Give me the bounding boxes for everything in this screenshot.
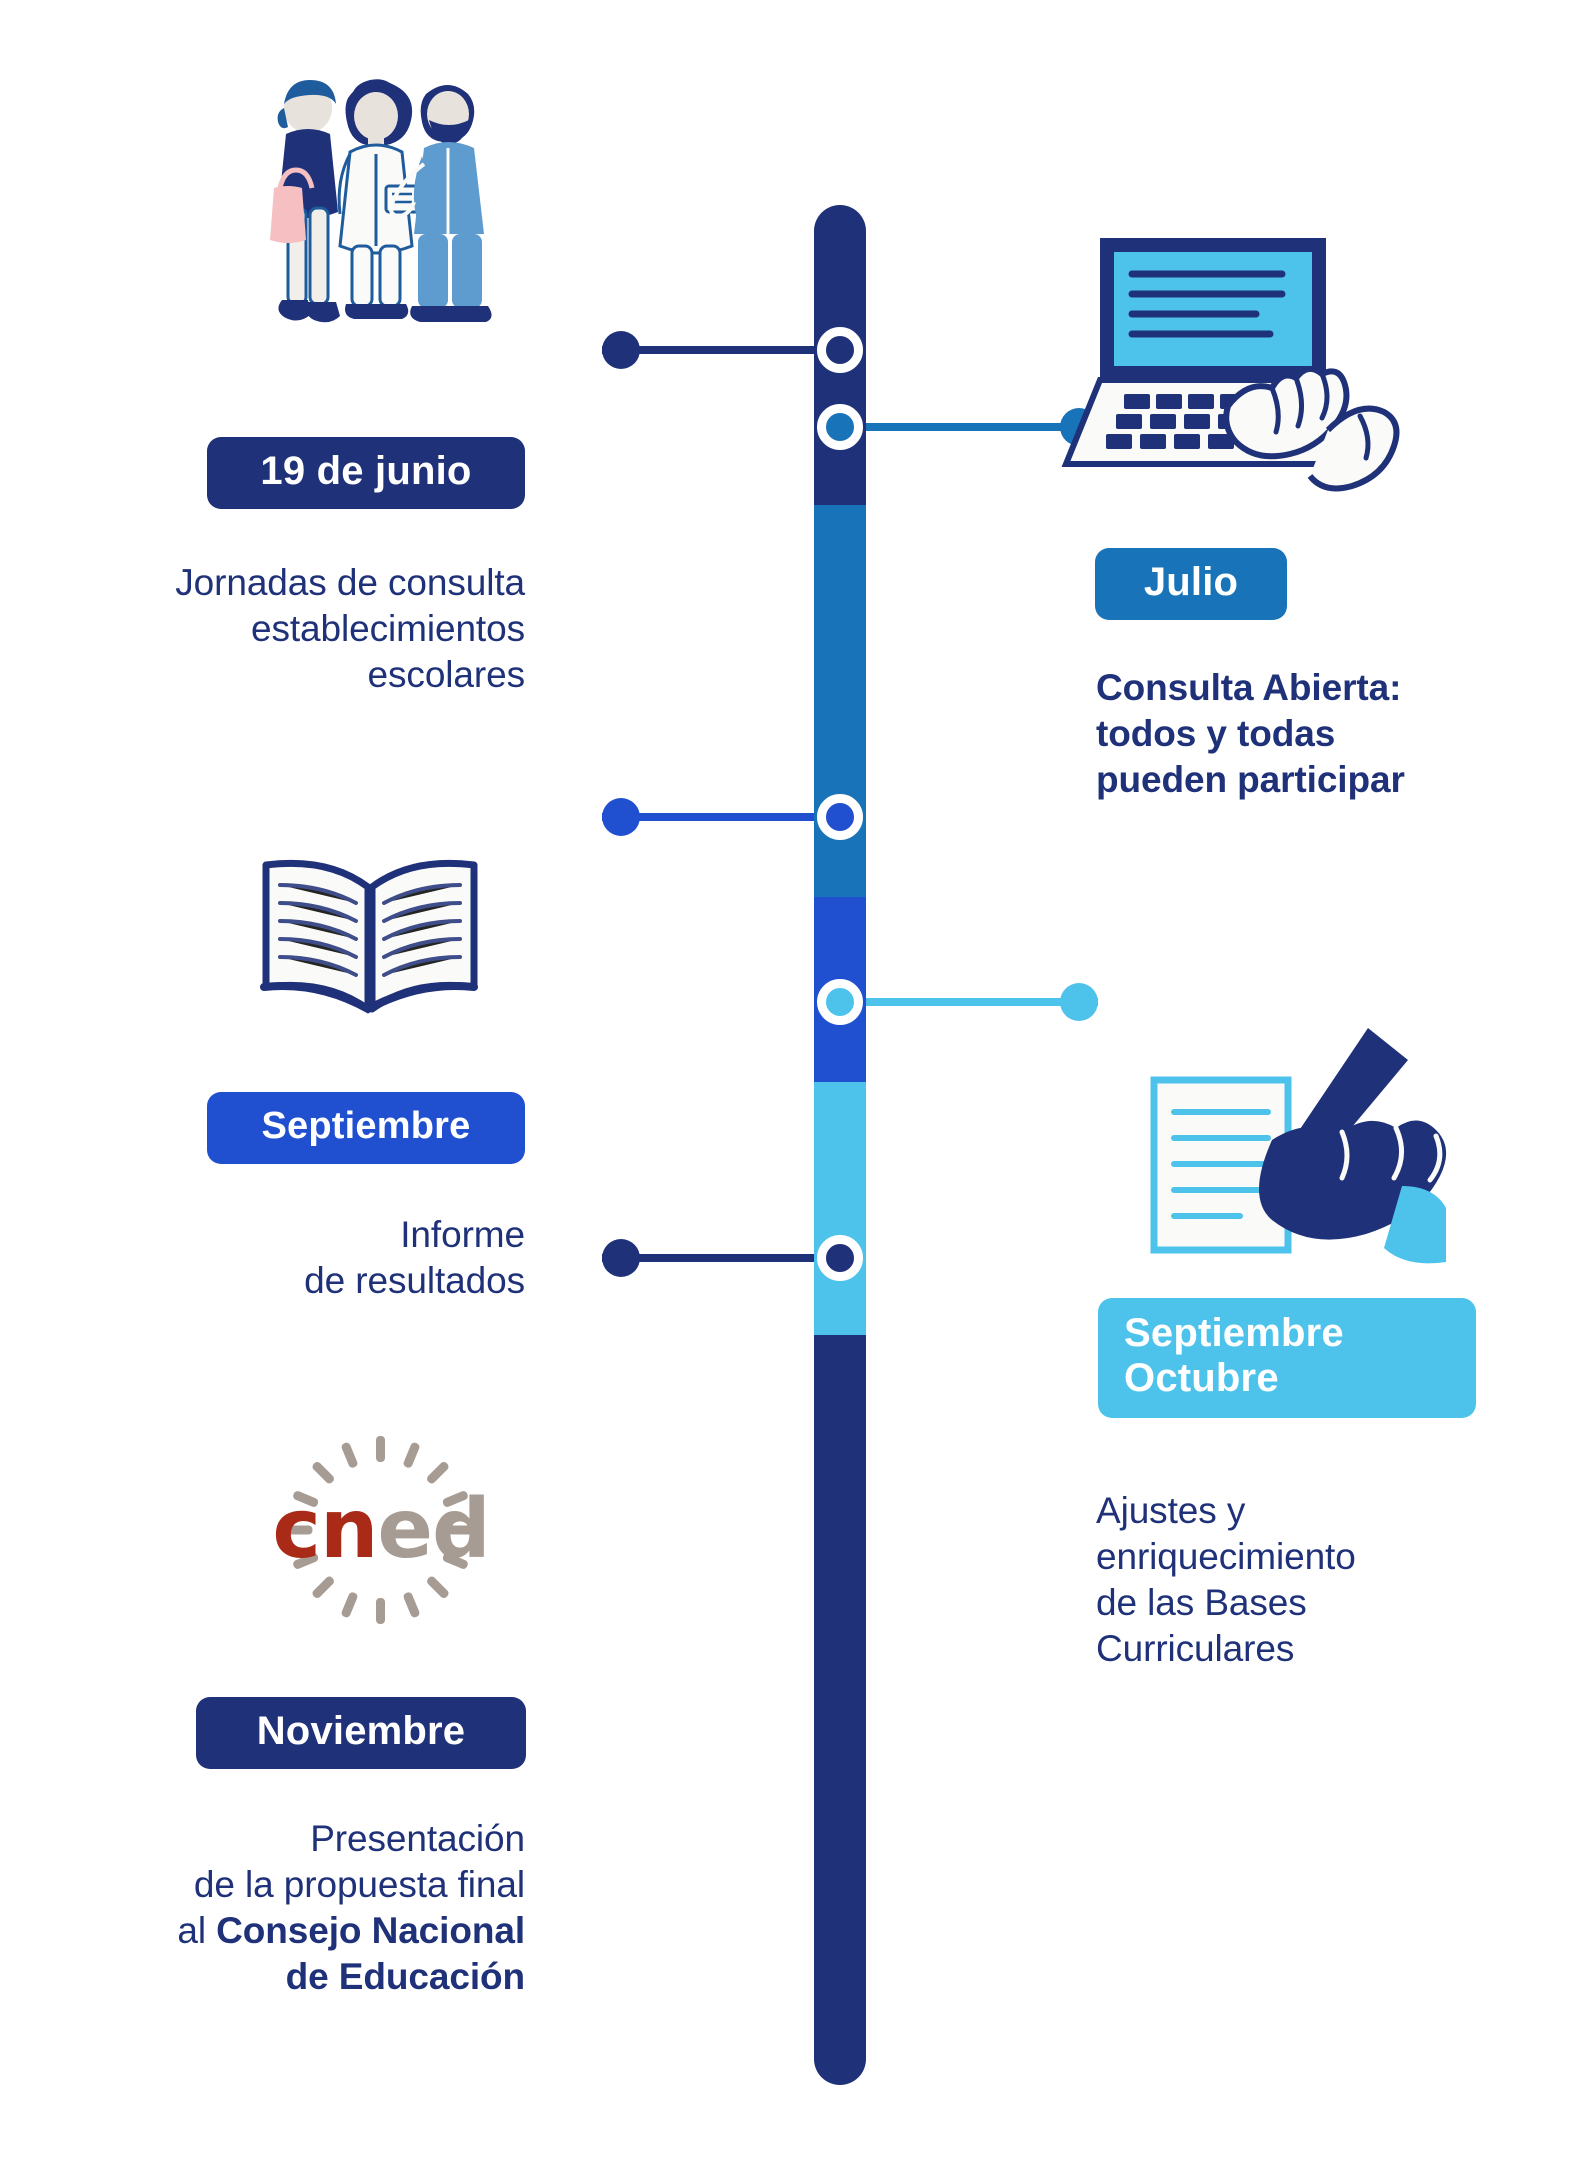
badge-septiembre-label: Septiembre bbox=[261, 1104, 471, 1147]
connector-line bbox=[602, 346, 814, 354]
caption-line-mixed: al Consejo Nacional bbox=[20, 1908, 525, 1954]
caption-line: establecimientos bbox=[251, 607, 525, 649]
connector-noviembre bbox=[602, 1239, 814, 1277]
axis-node-junio[interactable] bbox=[817, 327, 863, 373]
axis-segment-navy-top bbox=[814, 205, 866, 427]
caption-line: Presentación bbox=[310, 1818, 525, 1859]
badge-septiembre-octubre-line-1: Septiembre bbox=[1124, 1311, 1344, 1356]
cned-logo-wordmark: cned bbox=[252, 1482, 510, 1577]
connector-junio bbox=[602, 331, 814, 369]
axis-segment-cyan bbox=[814, 1082, 866, 1335]
caption-plain: al bbox=[177, 1909, 217, 1951]
connector-sept-oct bbox=[866, 983, 1098, 1021]
open-book-icon bbox=[260, 859, 478, 1014]
connector-line bbox=[866, 423, 1098, 431]
caption-bold: Consejo Nacional bbox=[216, 1909, 525, 1951]
hand-writing-document-icon bbox=[1150, 1028, 1447, 1264]
badge-noviembre[interactable]: Noviembre bbox=[196, 1697, 526, 1769]
caption-line: escolares bbox=[367, 653, 526, 695]
connector-line bbox=[866, 998, 1098, 1006]
caption-line: todos y todas bbox=[1096, 712, 1336, 754]
caption-bold: de Educación bbox=[285, 1955, 525, 1997]
badge-septiembre-octubre[interactable]: Septiembre Octubre bbox=[1098, 1298, 1476, 1418]
laptop-hands-typing-icon bbox=[1061, 238, 1400, 492]
caption-line: de las Bases bbox=[1096, 1581, 1307, 1623]
badge-julio-label: Julio bbox=[1143, 559, 1239, 604]
connector-dot bbox=[602, 1239, 640, 1277]
cned-logo: cned bbox=[252, 1430, 510, 1630]
axis-segment-navy-bottom bbox=[814, 1335, 866, 2085]
caption-noviembre: Presentación de la propuesta final al Co… bbox=[20, 1816, 525, 2000]
caption-julio: Consulta Abierta: todos y todas pueden p… bbox=[1096, 665, 1566, 803]
connector-line bbox=[602, 813, 814, 821]
caption-line: de resultados bbox=[304, 1259, 525, 1301]
axis-node-sept-oct[interactable] bbox=[817, 979, 863, 1025]
caption-septiembre: Informe de resultados bbox=[20, 1212, 525, 1304]
badge-septiembre[interactable]: Septiembre bbox=[207, 1092, 525, 1164]
connector-line bbox=[602, 1254, 814, 1262]
caption-line: pueden participar bbox=[1096, 758, 1405, 800]
badge-junio[interactable]: 19 de junio bbox=[207, 437, 525, 509]
caption-line-bold: de Educación bbox=[20, 1954, 525, 2000]
three-people-talking-icon bbox=[270, 79, 492, 323]
badge-noviembre-label: Noviembre bbox=[256, 1708, 466, 1753]
timeline-axis bbox=[814, 205, 866, 2085]
caption-junio: Jornadas de consulta establecimientos es… bbox=[20, 560, 525, 698]
connector-dot bbox=[1060, 983, 1098, 1021]
cned-logo-part-1: cn bbox=[272, 1482, 378, 1577]
caption-septiembre-octubre: Ajustes y enriquecimiento de las Bases C… bbox=[1096, 1488, 1566, 1672]
badge-julio[interactable]: Julio bbox=[1095, 548, 1287, 620]
caption-line: enriquecimiento bbox=[1096, 1535, 1356, 1577]
caption-line: Informe bbox=[400, 1214, 525, 1255]
caption-line: Jornadas de consulta bbox=[175, 562, 525, 603]
axis-node-noviembre[interactable] bbox=[817, 1235, 863, 1281]
connector-septiembre bbox=[602, 798, 814, 836]
cned-logo-part-2: ed bbox=[377, 1482, 490, 1577]
caption-line: Curriculares bbox=[1096, 1627, 1295, 1669]
connector-dot bbox=[602, 331, 640, 369]
axis-node-septiembre[interactable] bbox=[817, 794, 863, 840]
badge-junio-label: 19 de junio bbox=[260, 448, 472, 493]
caption-line: de la propuesta final bbox=[193, 1863, 525, 1905]
badge-septiembre-octubre-line-2: Octubre bbox=[1124, 1356, 1279, 1400]
caption-line: Consulta Abierta: bbox=[1096, 667, 1402, 708]
caption-line: Ajustes y bbox=[1096, 1490, 1246, 1531]
axis-node-julio[interactable] bbox=[817, 404, 863, 450]
connector-dot bbox=[602, 798, 640, 836]
